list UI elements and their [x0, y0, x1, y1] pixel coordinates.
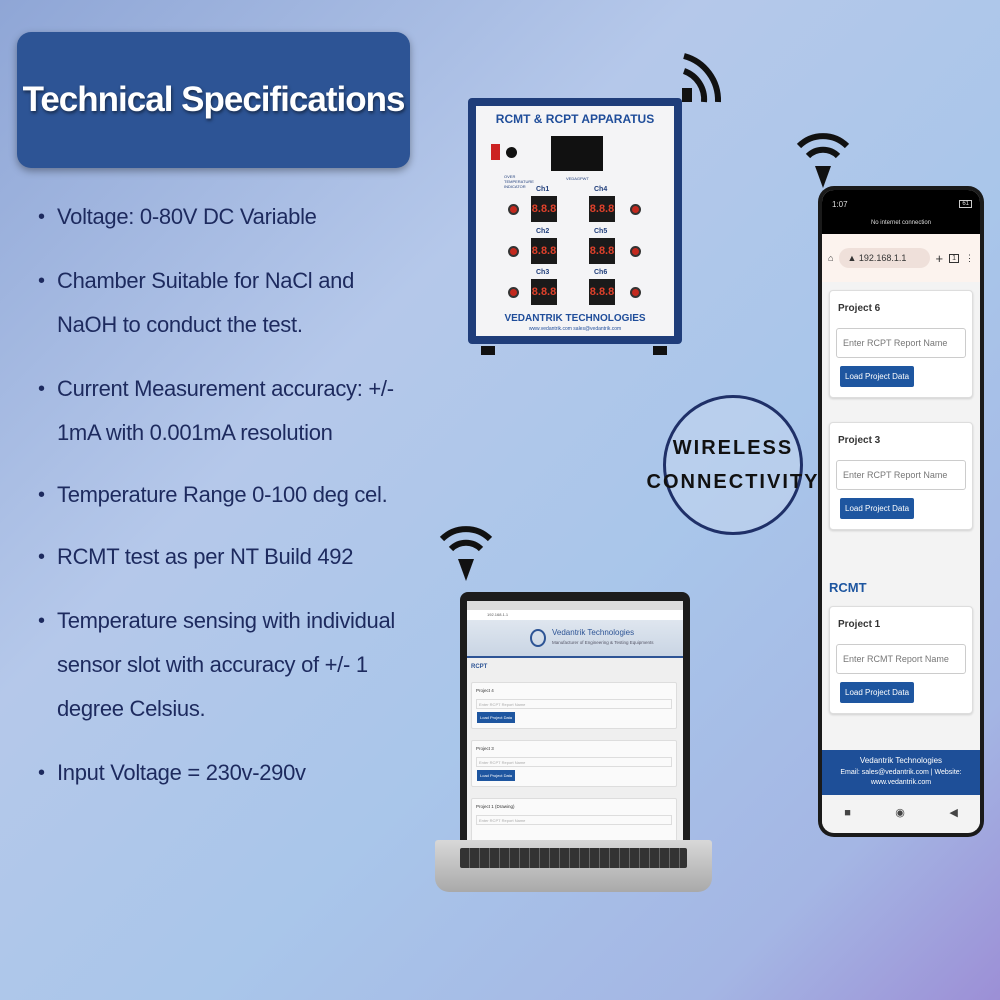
footer-name: Vedantrik Technologies	[859, 756, 943, 765]
section-heading: RCPT	[471, 664, 488, 670]
channel-label: Ch6	[594, 269, 608, 276]
report-name-input[interactable]: Enter RCMT Report Name	[836, 644, 966, 674]
led-display: 8.8.8	[589, 279, 615, 305]
report-name-input[interactable]: Enter RCPT Report Name	[476, 699, 672, 709]
load-project-button[interactable]: Load Project Data	[477, 770, 516, 781]
apparatus-title: RCMT & RCPT APPARATUS	[495, 112, 655, 126]
card-title: Project 3	[838, 435, 881, 446]
terminal	[630, 204, 641, 215]
wifi-icon	[682, 53, 722, 103]
report-name-input[interactable]: Enter RCPT Report Name	[836, 328, 966, 358]
clock: 1:07	[832, 200, 848, 209]
project-card: Project 6 Enter RCPT Report Name Load Pr…	[829, 290, 973, 398]
url-text: 192.168.1.1	[487, 612, 509, 617]
card-title: Project 1 (Drawing)	[476, 804, 515, 809]
footer: Vedantrik Technologies Email: sales@veda…	[822, 750, 980, 795]
browser-url-bar[interactable]: 192.168.1.1	[467, 610, 683, 620]
site-brand: Vedantrik Technologies	[552, 628, 635, 637]
page-title: Technical Specifications	[22, 80, 406, 119]
apparatus-contact: www.vedantrik.com sales@vedantrik.com	[528, 326, 622, 332]
apparatus-foot	[653, 346, 667, 355]
project-card: Project 4 Enter RCPT Report Name Load Pr…	[471, 682, 677, 729]
power-switch	[491, 144, 500, 160]
led-display: 8.8.8	[531, 279, 557, 305]
menu-icon[interactable]: ⋮	[965, 252, 974, 263]
led-display: 8.8.8	[589, 238, 615, 264]
led-display: 8.8.8	[531, 238, 557, 264]
card-title: Project 6	[838, 303, 881, 314]
card-title: Project 4	[476, 688, 494, 693]
main-display	[551, 136, 603, 171]
project-card: Project 3 Enter RCPT Report Name Load Pr…	[471, 740, 677, 787]
report-name-input[interactable]: Enter RCPT Report Name	[836, 460, 966, 490]
section-heading: RCMT	[829, 580, 867, 595]
terminal	[508, 287, 519, 298]
laptop-base	[435, 840, 712, 892]
knob	[506, 147, 517, 158]
channel-label: Ch5	[594, 228, 608, 235]
card-title: Project 3	[476, 746, 494, 751]
title-banner: Technical Specifications	[17, 32, 410, 168]
keyboard	[460, 848, 687, 868]
badge-line: CONNECTIVITY	[646, 471, 820, 493]
project-card: Project 3 Enter RCPT Report Name Load Pr…	[829, 422, 973, 530]
led-display: 8.8.8	[531, 196, 557, 222]
channel-label: Ch3	[536, 269, 550, 276]
phone-mockup: 1:07 61 No internet connection ⌂ ▲ 192.1…	[818, 186, 984, 837]
project-card: Project 1 Enter RCMT Report Name Load Pr…	[829, 606, 973, 714]
logo-icon	[530, 629, 546, 647]
browser-bar: ⌂ ▲ 192.168.1.1 + 1 ⋮	[822, 234, 980, 282]
spec-item: RCMT test as per NT Build 492	[38, 535, 397, 579]
led-display: 8.8.8	[589, 196, 615, 222]
spec-item: Voltage: 0-80V DC Variable	[38, 195, 397, 239]
home-button-icon[interactable]: ◉	[895, 807, 905, 819]
report-name-input[interactable]: Enter RCPT Report Name	[476, 757, 672, 767]
home-icon[interactable]: ⌂	[828, 253, 834, 263]
terminal	[508, 246, 519, 257]
spec-item: Temperature sensing with individual sens…	[38, 599, 397, 731]
battery-icon: 61	[959, 200, 972, 208]
site-tagline: Manufacturer of Engineering & Testing Eq…	[552, 640, 654, 645]
new-tab-icon[interactable]: +	[935, 250, 944, 266]
card-title: Project 1	[838, 619, 881, 630]
channel-label: Ch1	[536, 186, 550, 193]
channel-label: Ch4	[594, 186, 608, 193]
status-bar: 1:07 61 No internet connection	[822, 190, 980, 234]
footer-contact: Email: sales@vedantrik.com | Website: ww…	[840, 769, 962, 786]
apparatus-foot	[481, 346, 495, 355]
load-project-button[interactable]: Load Project Data	[840, 498, 915, 519]
spec-item: Current Measurement accuracy: +/- 1mA wi…	[38, 367, 397, 455]
browser-tab-bar	[467, 601, 683, 610]
wifi-icon	[796, 133, 850, 188]
spec-item: Input Voltage = 230v-290v	[38, 751, 397, 795]
spec-item: Temperature Range 0-100 deg cel.	[38, 473, 397, 517]
laptop-mockup: 192.168.1.1 Vedantrik Technologies Manuf…	[460, 592, 690, 842]
url-text: 192.168.1.1	[858, 253, 907, 263]
site-header: Vedantrik Technologies Manufacturer of E…	[467, 620, 683, 658]
recents-icon[interactable]: ■	[844, 806, 851, 819]
tab-count[interactable]: 1	[949, 253, 959, 263]
wifi-icon	[439, 526, 493, 581]
load-project-button[interactable]: Load Project Data	[840, 366, 915, 387]
wireless-badge: WIRELESS CONNECTIVITY	[647, 395, 817, 535]
report-name-input[interactable]: Enter RCPT Report Name	[476, 815, 672, 825]
warning-icon: ▲	[847, 253, 859, 263]
channel-label: Ch2	[536, 228, 550, 235]
url-bar[interactable]: ▲ 192.168.1.1	[839, 248, 930, 268]
badge-line: WIRELESS	[672, 437, 794, 459]
load-project-button[interactable]: Load Project Data	[840, 682, 915, 703]
spec-item: Chamber Suitable for NaCl and NaOH to co…	[38, 259, 397, 347]
indicator-label: OVER TEMPERATURE INDICATOR	[504, 174, 534, 189]
terminal	[630, 246, 641, 257]
terminal	[630, 287, 641, 298]
apparatus-image: RCMT & RCPT APPARATUS OVER TEMPERATURE I…	[468, 98, 682, 344]
project-card: Project 1 (Drawing) Enter RCPT Report Na…	[471, 798, 677, 842]
apparatus-brand: VEDANTRIK TECHNOLOGIES	[504, 313, 646, 324]
terminal	[508, 204, 519, 215]
back-icon[interactable]: ◀	[949, 807, 958, 819]
connection-status: No internet connection	[870, 220, 932, 226]
nav-bar: ■ ◉ ◀	[822, 795, 980, 830]
display-label: VEDAGPWT	[566, 176, 589, 181]
load-project-button[interactable]: Load Project Data	[477, 712, 516, 723]
